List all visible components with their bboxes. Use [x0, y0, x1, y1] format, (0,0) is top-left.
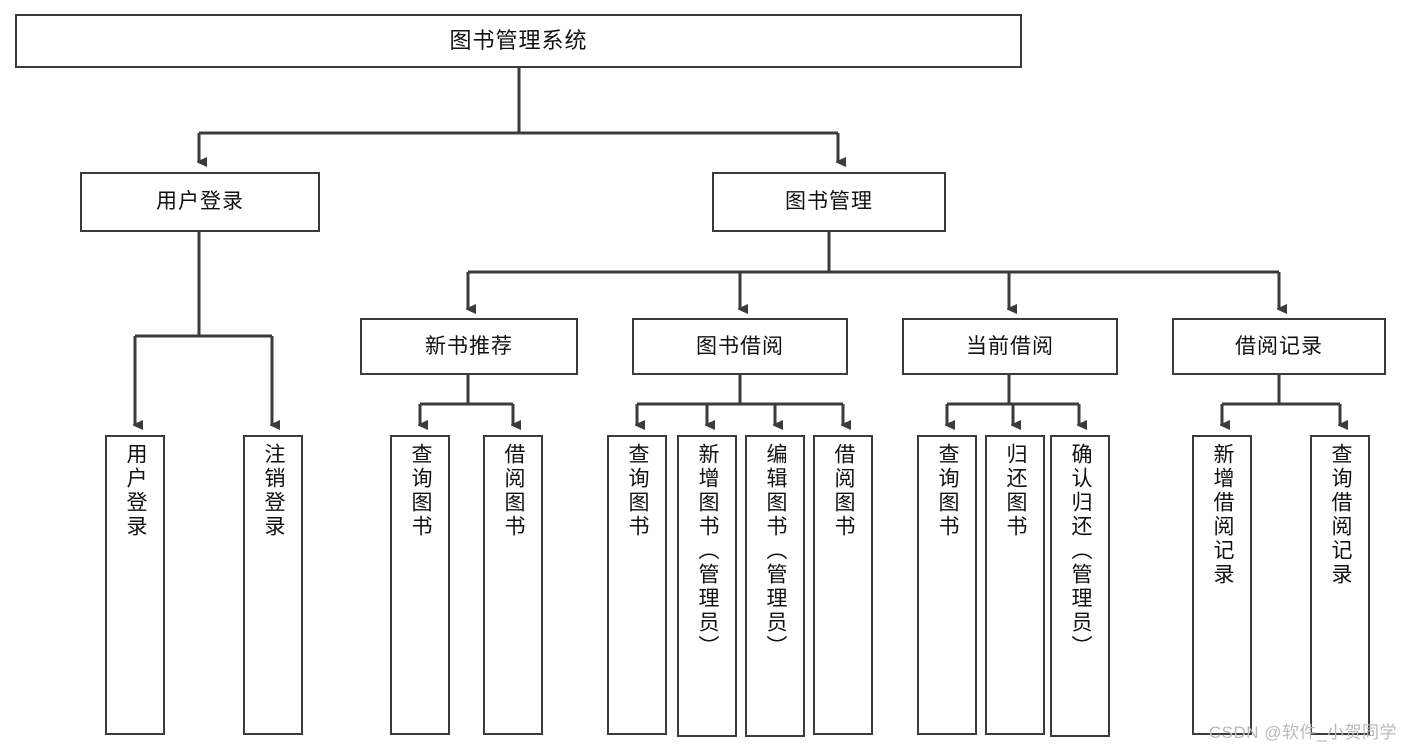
node-book-borrow-label: 图书借阅 — [696, 334, 784, 358]
leaf-new-book-1[interactable]: 借阅图书 — [483, 435, 543, 735]
leaf-current-borrow-0[interactable]: 查询图书 — [917, 435, 977, 735]
leaf-new-book-1-label: 借阅图书 — [502, 443, 526, 539]
node-book-manage[interactable]: 图书管理 — [712, 172, 946, 232]
leaf-current-borrow-2-label: 确认归还（管理员） — [1069, 443, 1093, 659]
node-user-login[interactable]: 用户登录 — [80, 172, 320, 232]
leaf-current-borrow-2[interactable]: 确认归还（管理员） — [1050, 435, 1110, 737]
leaf-book-borrow-1-label: 新增图书（管理员） — [696, 443, 720, 659]
leaf-book-borrow-2-label: 编辑图书（管理员） — [764, 443, 788, 659]
leaf-user-login-1[interactable]: 注销登录 — [243, 435, 303, 735]
leaf-current-borrow-0-label: 查询图书 — [936, 443, 960, 539]
node-new-book-recommend-label: 新书推荐 — [425, 334, 513, 358]
leaf-new-book-0-label: 查询图书 — [409, 443, 433, 539]
node-book-manage-label: 图书管理 — [785, 190, 873, 214]
leaf-current-borrow-1-label: 归还图书 — [1004, 443, 1028, 539]
node-root[interactable]: 图书管理系统 — [15, 14, 1022, 68]
leaf-book-borrow-2[interactable]: 编辑图书（管理员） — [745, 435, 805, 737]
watermark-text: CSDN @软件_小贺同学 — [1208, 723, 1397, 742]
leaf-user-login-1-label: 注销登录 — [262, 443, 286, 539]
leaf-borrow-record-1-label: 查询借阅记录 — [1329, 443, 1353, 587]
leaf-borrow-record-0-label: 新增借阅记录 — [1211, 443, 1235, 587]
leaf-user-login-0-label: 用户登录 — [124, 443, 148, 539]
node-current-borrow[interactable]: 当前借阅 — [902, 318, 1118, 375]
leaf-current-borrow-1[interactable]: 归还图书 — [985, 435, 1045, 735]
node-current-borrow-label: 当前借阅 — [966, 334, 1054, 358]
leaf-book-borrow-0-label: 查询图书 — [626, 443, 650, 539]
leaf-book-borrow-1[interactable]: 新增图书（管理员） — [677, 435, 737, 737]
node-borrow-record[interactable]: 借阅记录 — [1172, 318, 1386, 375]
leaf-user-login-0[interactable]: 用户登录 — [105, 435, 165, 735]
leaf-book-borrow-3-label: 借阅图书 — [832, 443, 856, 539]
node-borrow-record-label: 借阅记录 — [1235, 334, 1323, 358]
leaf-borrow-record-0[interactable]: 新增借阅记录 — [1192, 435, 1252, 735]
node-root-label: 图书管理系统 — [449, 27, 588, 53]
leaf-book-borrow-0[interactable]: 查询图书 — [607, 435, 667, 735]
leaf-borrow-record-1[interactable]: 查询借阅记录 — [1310, 435, 1370, 735]
leaf-book-borrow-3[interactable]: 借阅图书 — [813, 435, 873, 735]
node-user-login-label: 用户登录 — [156, 190, 244, 214]
node-new-book-recommend[interactable]: 新书推荐 — [360, 318, 578, 375]
leaf-new-book-0[interactable]: 查询图书 — [390, 435, 450, 735]
node-book-borrow[interactable]: 图书借阅 — [632, 318, 848, 375]
